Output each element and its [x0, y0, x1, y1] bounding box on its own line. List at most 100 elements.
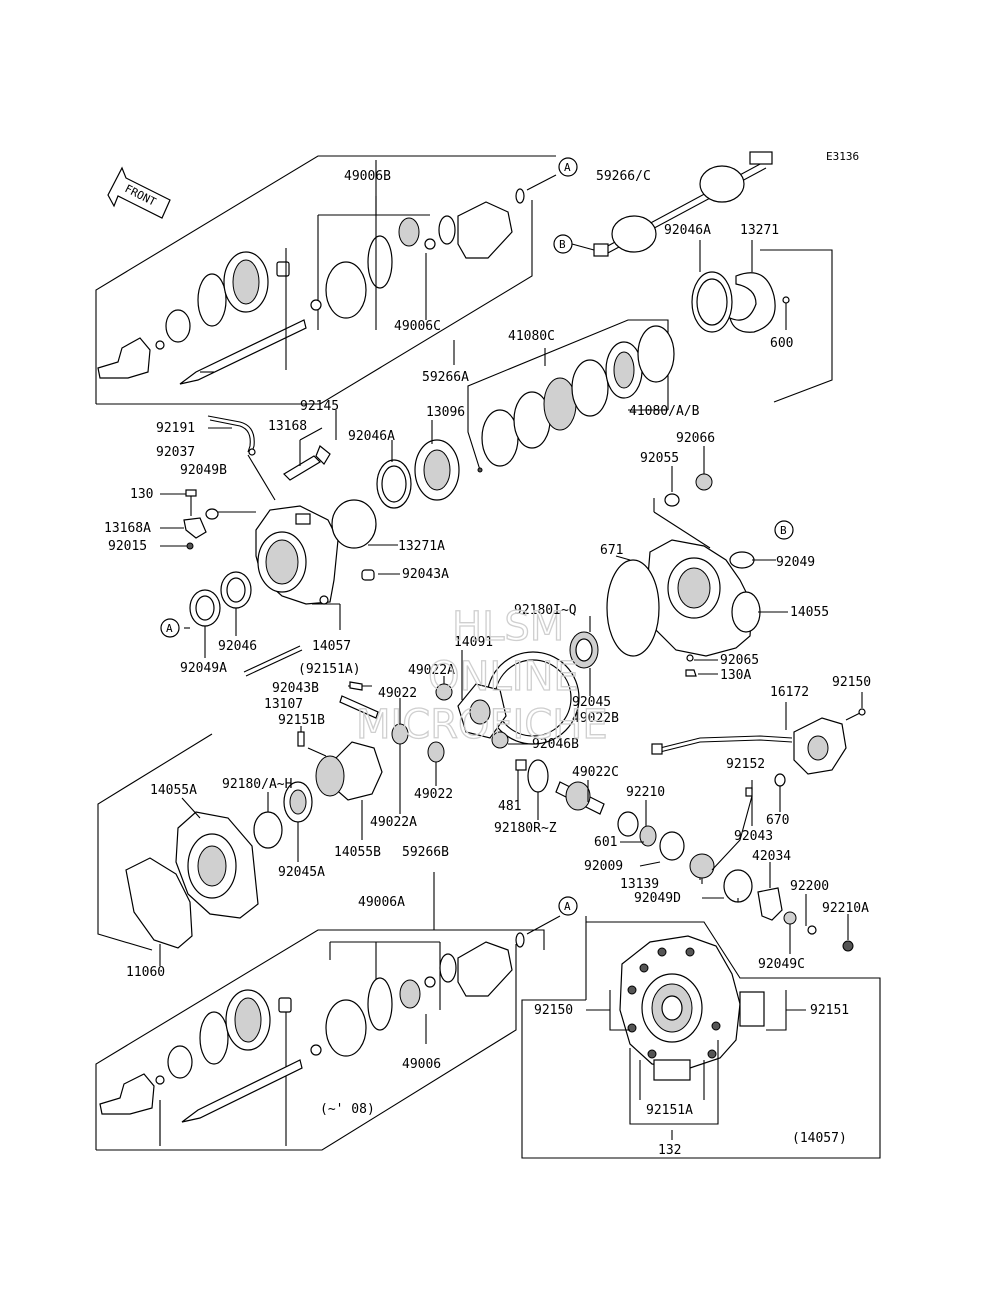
callout-a-bottom	[558, 896, 578, 916]
label-11060: 11060	[126, 965, 165, 980]
label-92151: 92151	[810, 1003, 849, 1018]
rear-housing-14055	[606, 446, 788, 677]
label-92046: 92046	[218, 639, 257, 654]
label-132: 132	[658, 1143, 681, 1158]
label-92043B: 92043B	[272, 681, 319, 696]
label-08: (~' 08)	[320, 1102, 375, 1117]
callout-b-mid-label: B	[780, 524, 787, 537]
callout-b-mid	[774, 520, 794, 540]
label-49006: 49006	[402, 1057, 441, 1072]
label-13168: 13168	[268, 419, 307, 434]
top-shaft-group	[95, 155, 557, 405]
label-671: 671	[600, 543, 623, 558]
watermark: HLSM ONLINE MICROFICHE	[355, 603, 608, 748]
label-92015: 92015	[108, 539, 147, 554]
label-49006A: 49006A	[358, 895, 405, 910]
label-92150-right: 92150	[832, 675, 871, 690]
label-92152: 92152	[726, 757, 765, 772]
label-49006C: 49006C	[394, 319, 441, 334]
label-49022B: 49022B	[572, 711, 619, 726]
label-14057-box: (14057)	[792, 1131, 847, 1146]
label-14057: 14057	[312, 639, 351, 654]
label-92037: 92037	[156, 445, 195, 460]
pinion-49022c	[555, 780, 854, 954]
label-92210A: 92210A	[822, 901, 869, 916]
label-601: 601	[594, 835, 617, 850]
label-14055B: 14055B	[334, 845, 381, 860]
label-92066: 92066	[676, 431, 715, 446]
carrier-14055b	[253, 726, 383, 862]
callout-a-mid	[160, 618, 180, 638]
label-92045-top: 92045	[572, 695, 611, 710]
callout-a-mid-label: A	[166, 622, 173, 635]
label-49022A-mid: 49022A	[370, 815, 417, 830]
label-49022-top: 49022	[378, 686, 417, 701]
label-13168A: 13168A	[104, 521, 151, 536]
label-49022A-top: 49022A	[408, 663, 455, 678]
label-14055A: 14055A	[150, 783, 197, 798]
diagram-id: E3136	[826, 150, 859, 163]
label-92046B: 92046B	[532, 737, 579, 752]
label-49022C: 49022C	[572, 765, 619, 780]
label-130A: 130A	[720, 668, 751, 683]
label-92065: 92065	[720, 653, 759, 668]
label-92045A: 92045A	[278, 865, 325, 880]
callout-a-top: A	[558, 157, 578, 177]
bottom-shaft-group	[95, 872, 561, 1151]
label-92049: 92049	[776, 555, 815, 570]
label-49006B: 49006B	[344, 169, 391, 184]
label-92049A: 92049A	[180, 661, 227, 676]
label-49022-mid: 49022	[414, 787, 453, 802]
label-13271A: 13271A	[398, 539, 445, 554]
label-92151A-paren: (92151A)	[298, 662, 361, 677]
label-92150-box: 92150	[534, 1003, 573, 1018]
label-130: 130	[130, 487, 153, 502]
inset-assembly-14057	[521, 916, 881, 1159]
clutch-plates-41080	[467, 319, 675, 473]
label-92049B: 92049B	[180, 463, 227, 478]
label-92151B: 92151B	[278, 713, 325, 728]
label-92145: 92145	[300, 399, 339, 414]
label-92043: 92043	[734, 829, 773, 844]
callout-a-label: A	[564, 161, 571, 174]
label-14091: 14091	[454, 635, 493, 650]
axle-shaft-59266c: B	[553, 151, 773, 257]
label-41080AB: 41080/A/B	[629, 404, 700, 419]
label-41080C: 41080C	[508, 329, 555, 344]
front-housing-14057	[160, 410, 460, 677]
label-92200: 92200	[790, 879, 829, 894]
label-92046A-top: 92046A	[664, 223, 711, 238]
label-481: 481	[498, 799, 521, 814]
label-92191: 92191	[156, 421, 195, 436]
label-13139: 13139	[620, 877, 659, 892]
label-13271: 13271	[740, 223, 779, 238]
label-670: 670	[766, 813, 789, 828]
label-59266B: 59266B	[402, 845, 449, 860]
label-92049D: 92049D	[634, 891, 681, 906]
label-59266A: 59266A	[422, 370, 469, 385]
label-59266C: 59266/C	[596, 169, 651, 184]
front-arrow-icon: FRONT	[107, 166, 171, 219]
cover-14055a	[97, 733, 259, 966]
label-600: 600	[770, 336, 793, 351]
label-92043A: 92043A	[402, 567, 449, 582]
label-92055: 92055	[640, 451, 679, 466]
label-13107: 13107	[264, 697, 303, 712]
label-92009: 92009	[584, 859, 623, 874]
watermark-line-3: MICROFICHE	[356, 702, 608, 748]
label-16172: 16172	[770, 685, 809, 700]
label-13096: 13096	[426, 405, 465, 420]
label-92210: 92210	[626, 785, 665, 800]
label-92180IQ: 92180I~Q	[514, 603, 577, 618]
label-92049C: 92049C	[758, 957, 805, 972]
watermark-line-2: ONLINE	[428, 654, 579, 700]
center-gear-assembly	[339, 616, 599, 820]
clutch-group-top-right	[691, 240, 833, 403]
actuator-16172	[651, 692, 866, 871]
watermark-line-1: HLSM	[452, 604, 564, 650]
callout-a-bottom-label: A	[564, 900, 571, 913]
label-92151A-box: 92151A	[646, 1103, 693, 1118]
callout-b-label: B	[559, 238, 566, 251]
label-42034: 42034	[752, 849, 791, 864]
